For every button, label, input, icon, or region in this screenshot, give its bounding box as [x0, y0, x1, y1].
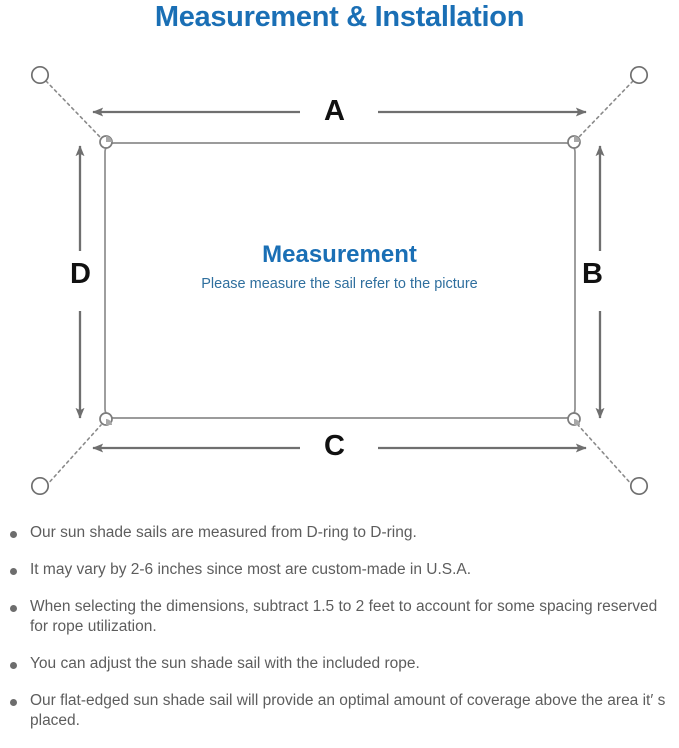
- anchor-point-top-right: [629, 65, 649, 85]
- bullet-icon: [10, 662, 17, 669]
- dimension-label-c: C: [324, 430, 345, 462]
- anchor-point-bottom-left: [30, 476, 50, 496]
- rope-lines: [45, 80, 634, 487]
- list-item: You can adjust the sun shade sail with t…: [0, 654, 679, 674]
- page-title: Measurement & Installation: [154, 1, 525, 33]
- sun-shade-sail-measurement-diagram: [30, 65, 649, 496]
- bullet-icon: [10, 531, 17, 538]
- note-text: Our flat-edged sun shade sail will provi…: [30, 692, 666, 729]
- dimension-label-b: B: [582, 258, 603, 290]
- rope-line-bottom-right: [577, 424, 634, 487]
- note-text: When selecting the dimensions, subtract …: [30, 598, 658, 635]
- anchor-point-bottom-right: [629, 476, 649, 496]
- anchor-points: [30, 65, 649, 496]
- note-text: It may vary by 2-6 inches since most are…: [30, 561, 472, 578]
- list-item: When selecting the dimensions, subtract …: [0, 597, 679, 637]
- dimension-label-a: A: [324, 95, 345, 127]
- bullet-icon: [10, 699, 17, 706]
- rope-line-bottom-left: [45, 424, 102, 487]
- d-ring-shading: [106, 136, 580, 425]
- rope-line-top-left: [45, 80, 102, 139]
- rope-line-top-right: [577, 80, 634, 139]
- note-text: Our sun shade sails are measured from D-…: [30, 524, 417, 541]
- anchor-point-top-left: [30, 65, 50, 85]
- list-item: Our flat-edged sun shade sail will provi…: [0, 691, 679, 731]
- bullet-icon: [10, 568, 17, 575]
- list-item: It may vary by 2-6 inches since most are…: [0, 560, 679, 580]
- sail-body: [104, 142, 576, 419]
- dimension-label-d: D: [70, 258, 91, 290]
- list-item: Our sun shade sails are measured from D-…: [0, 523, 679, 543]
- bullet-icon: [10, 605, 17, 612]
- notes-list: Our sun shade sails are measured from D-…: [0, 523, 679, 748]
- note-text: You can adjust the sun shade sail with t…: [30, 655, 420, 672]
